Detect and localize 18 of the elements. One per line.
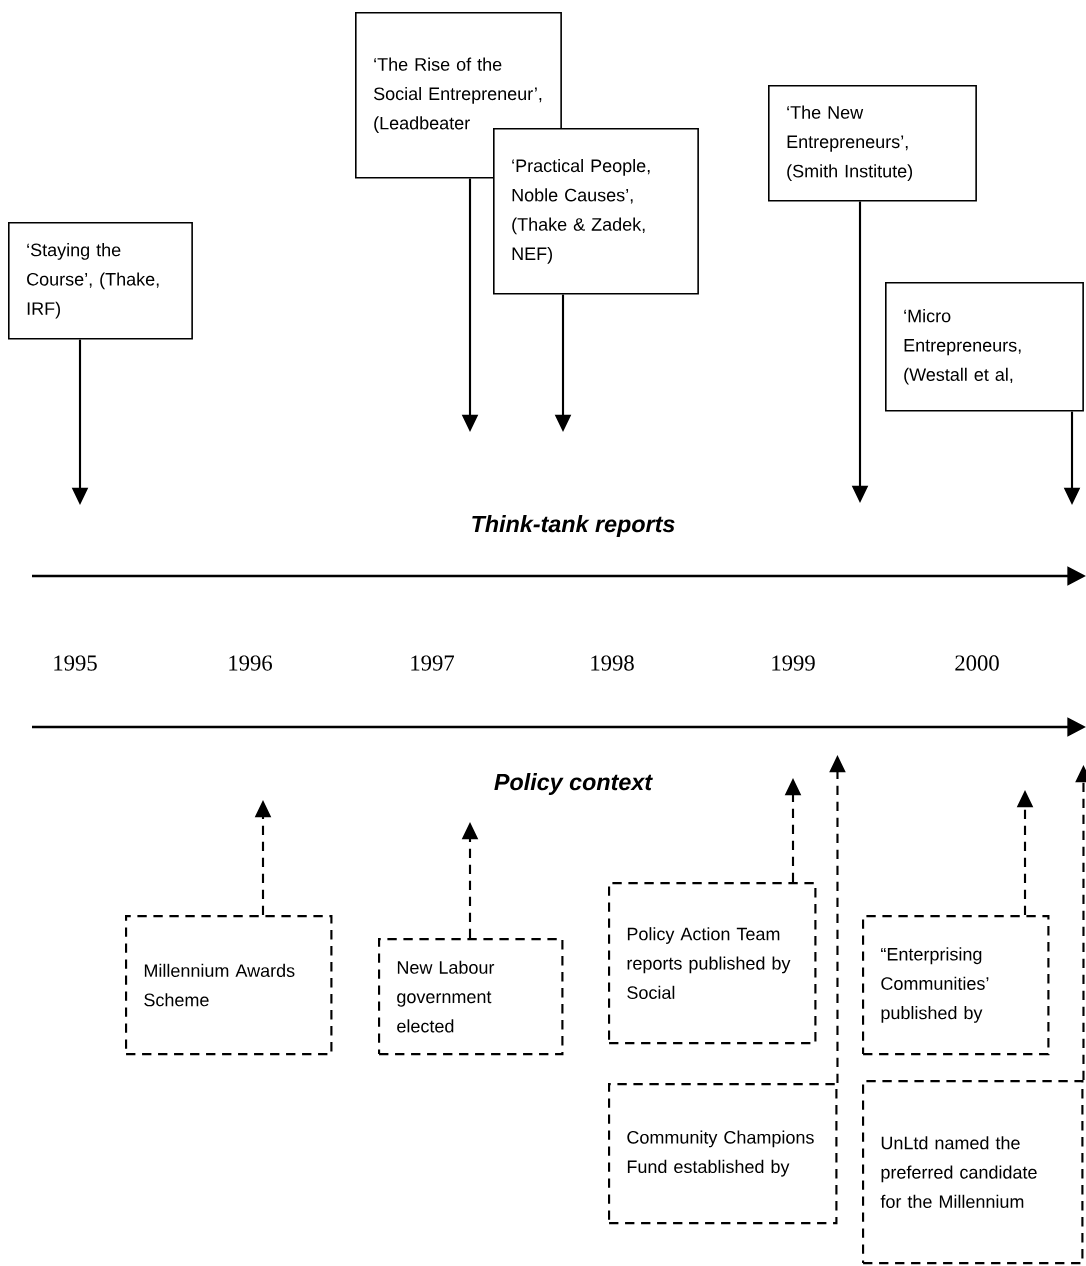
year-label: 1996: [229, 655, 272, 671]
policy-box: UnLtd named the preferred candidate for the Millennium: [862, 1080, 1084, 1265]
policy-box: “Enterprising Communities’ published by: [862, 915, 1050, 1056]
policy-box: Policy Action Team reports published by Social: [608, 882, 817, 1045]
policy-box: Community Champions Fund established by: [608, 1083, 838, 1225]
policy-box: Millennium Awards Scheme: [125, 915, 333, 1056]
year-label: 1998: [591, 655, 634, 671]
report-box: ‘Practical People, Noble Causes’, (Thake & Zadek, NEF): [493, 128, 699, 295]
report-box: ‘Staying the Course’, (Thake, IRF): [8, 222, 193, 340]
section-heading: Think-tank reports: [472, 515, 675, 537]
policy-box: New Labour government elected: [378, 938, 564, 1056]
report-box: ‘The New Entrepreneurs’, (Smith Institute): [768, 85, 977, 202]
report-box: ‘Micro Entrepreneurs, (Westall et al,: [885, 282, 1084, 412]
year-label: 2000: [955, 655, 999, 671]
section-heading: Policy context: [494, 773, 653, 795]
year-label: 1999: [772, 655, 815, 671]
year-label: 1997: [411, 655, 454, 671]
year-label: 1995: [54, 655, 97, 671]
